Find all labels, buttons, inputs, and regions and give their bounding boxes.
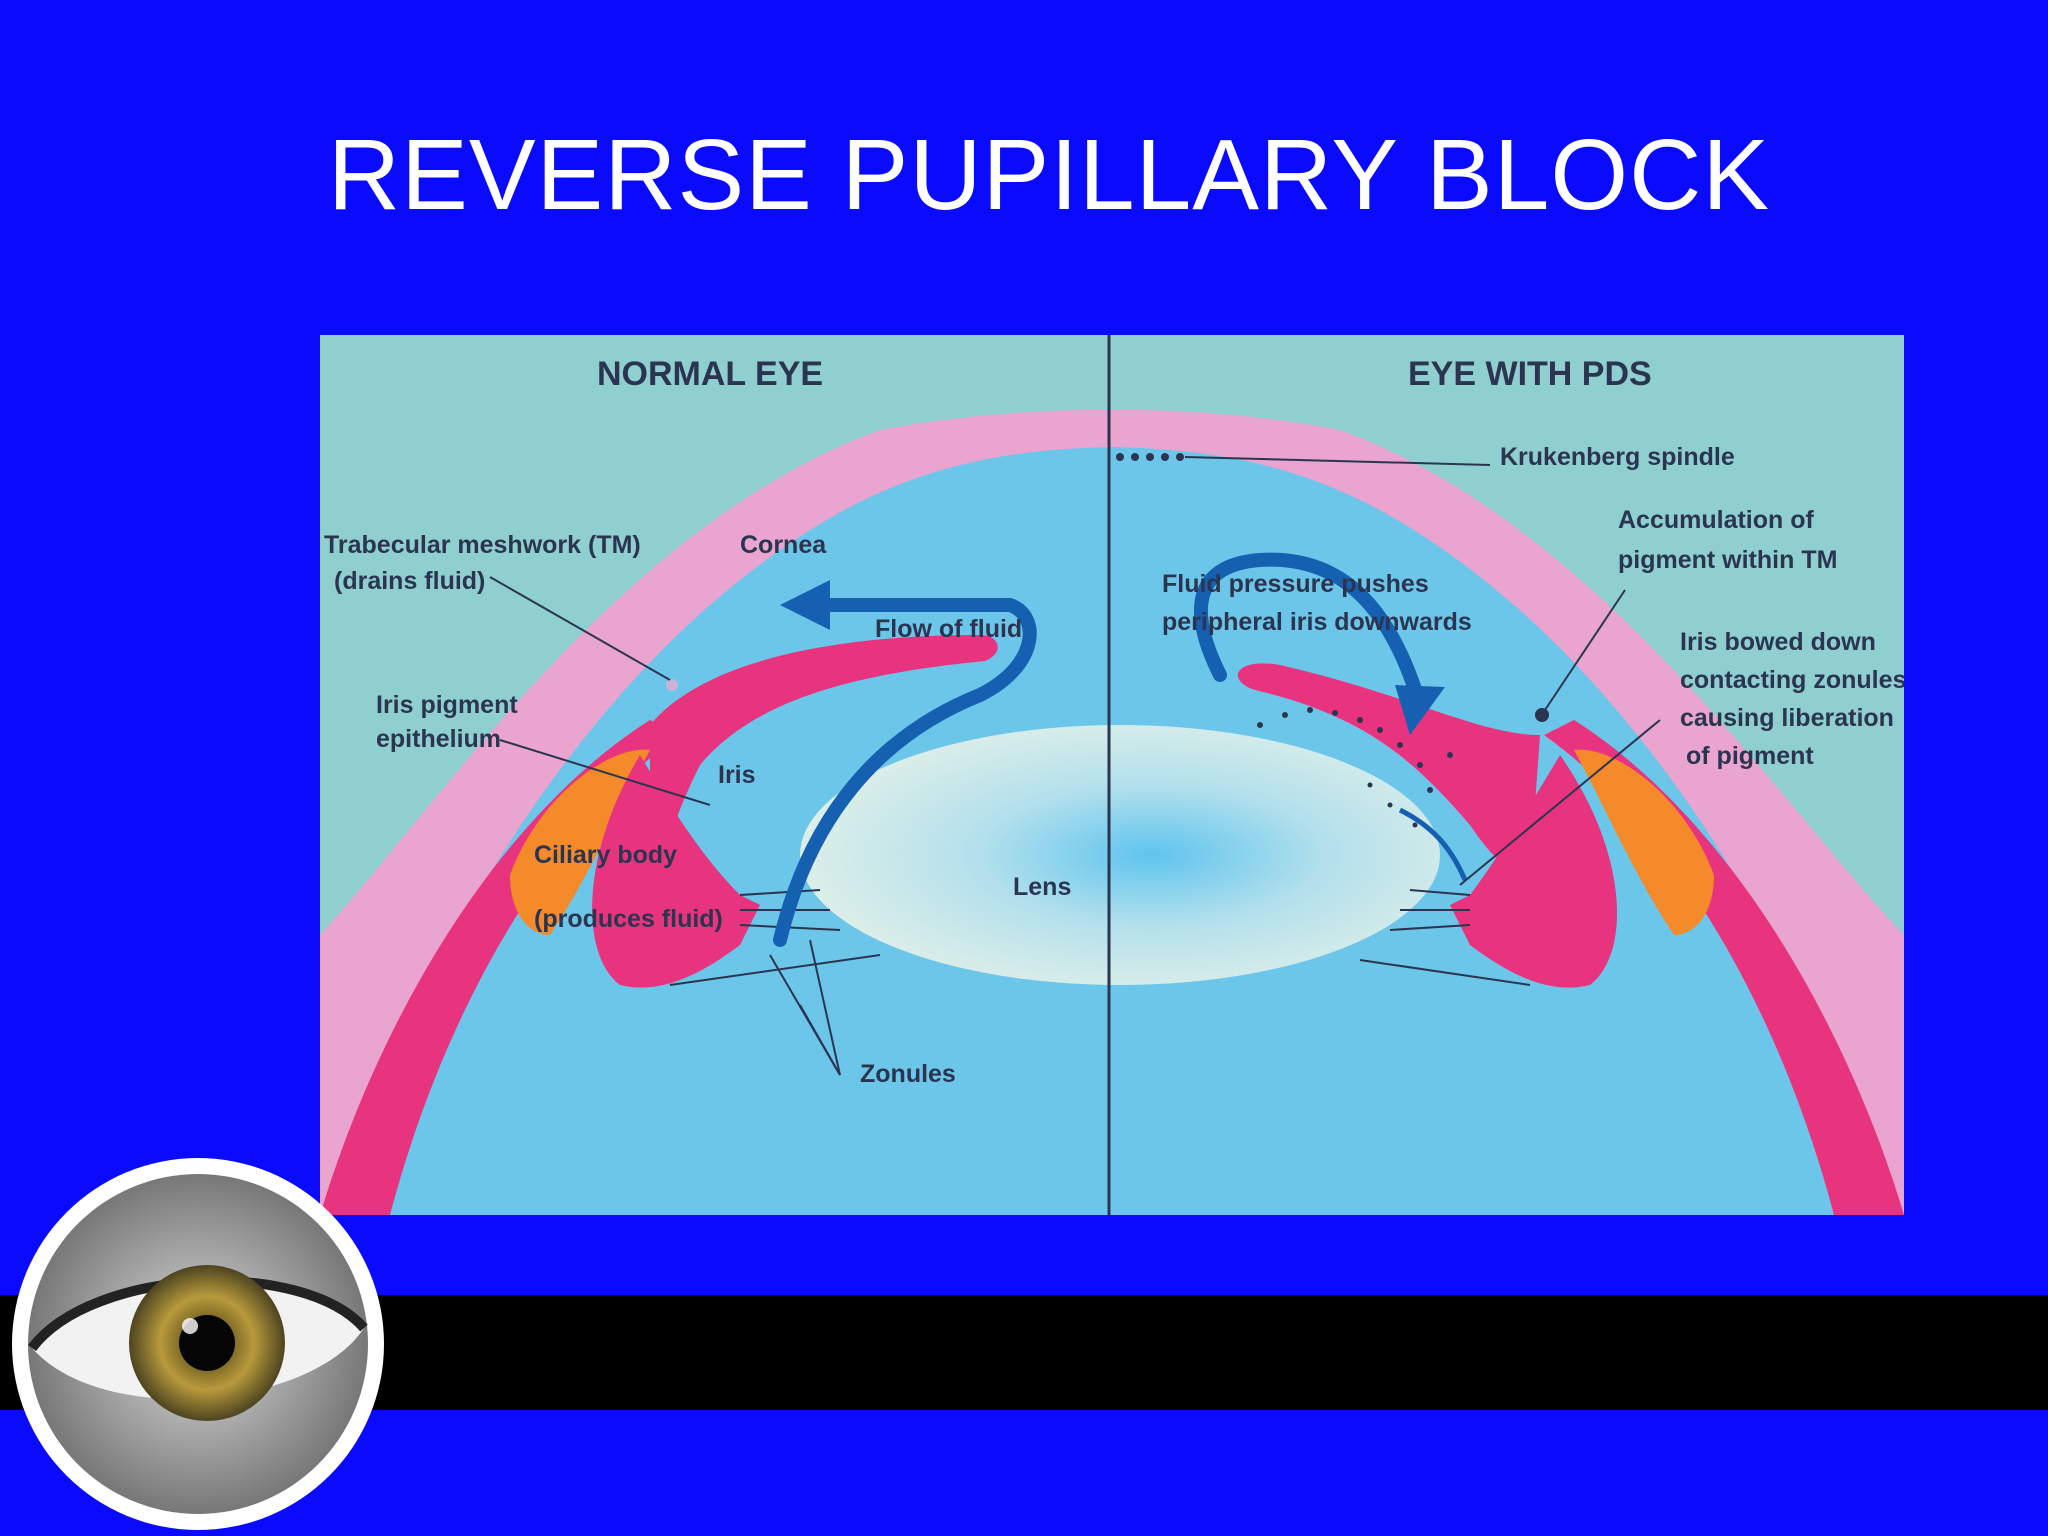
right-small-arrow — [1398, 807, 1468, 881]
slide-title: REVERSE PUPILLARY BLOCK — [327, 119, 1771, 231]
krukenberg-spindle — [1116, 453, 1184, 461]
label-drains-fluid: (drains fluid) — [334, 567, 485, 595]
right-tm-pigment — [1535, 708, 1549, 722]
left-tm-marker — [666, 679, 678, 691]
eye-diagram-svg: NORMAL EYE EYE WITH PDS Trabecular meshw… — [320, 335, 1904, 1215]
leader-lines — [489, 456, 1661, 1076]
label-peripheral-iris: peripheral iris downwards — [1162, 608, 1472, 636]
left-flow-arrow — [773, 598, 1037, 947]
eye-diagram: NORMAL EYE EYE WITH PDS Trabecular meshw… — [320, 335, 1904, 1215]
left-eye-wall — [320, 720, 680, 1215]
right-zonules — [1359, 889, 1531, 986]
pigment-dots — [1257, 707, 1453, 828]
label-fluid-pressure: Fluid pressure pushes — [1162, 570, 1429, 598]
left-iris — [650, 635, 998, 845]
label-ciliary-body: Ciliary body — [534, 841, 677, 869]
right-ciliary-orange — [1574, 749, 1714, 935]
label-causing-liberation: causing liberation — [1680, 704, 1894, 732]
right-eye-wall — [1544, 720, 1904, 1215]
heading-eye-with-pds: EYE WITH PDS — [1408, 355, 1652, 393]
label-accumulation: Accumulation of — [1618, 506, 1815, 534]
label-krukenberg-spindle: Krukenberg spindle — [1500, 443, 1735, 471]
heading-normal-eye: NORMAL EYE — [597, 355, 823, 393]
label-contacting-zonules: contacting zonules — [1680, 666, 1904, 694]
label-cornea: Cornea — [740, 531, 827, 559]
right-flow-arrowhead — [1395, 685, 1445, 735]
label-epithelium: epithelium — [376, 725, 501, 753]
label-iris-bowed: Iris bowed down — [1680, 628, 1876, 656]
label-iris: Iris — [718, 761, 756, 789]
label-trabecular-meshwork: Trabecular meshwork (TM) — [324, 531, 641, 559]
lens — [800, 725, 1440, 985]
eye-logo — [12, 1158, 384, 1530]
left-ciliary-body — [592, 755, 760, 988]
label-of-pigment: of pigment — [1686, 742, 1814, 770]
label-flow-of-fluid: Flow of fluid — [875, 615, 1022, 643]
label-zonules: Zonules — [860, 1060, 956, 1088]
left-ciliary-orange — [510, 749, 650, 935]
right-ciliary-body — [1450, 755, 1618, 988]
label-lens: Lens — [1013, 873, 1071, 901]
right-flow-arrow — [1194, 552, 1427, 712]
left-flow-arrowhead — [780, 580, 830, 630]
eye-logo-icon — [28, 1174, 368, 1514]
label-produces-fluid: (produces fluid) — [534, 905, 723, 933]
label-pigment-within-tm: pigment within TM — [1618, 546, 1837, 574]
label-iris-pigment: Iris pigment — [376, 691, 518, 719]
